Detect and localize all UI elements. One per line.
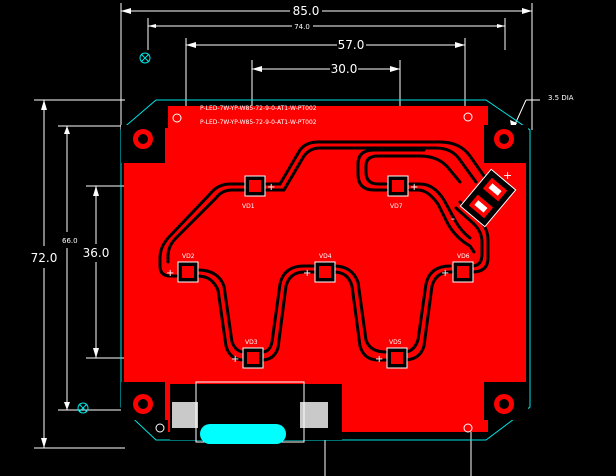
power-connector: + - bbox=[451, 168, 517, 228]
dimension-lines bbox=[34, 3, 540, 476]
dim-85: 85.0 bbox=[293, 4, 320, 18]
mounting-holes bbox=[121, 112, 528, 433]
led-plus: + bbox=[303, 268, 311, 279]
led-plus: + bbox=[166, 268, 174, 279]
hole-dia-label: 3.5 DIA bbox=[548, 94, 574, 102]
crosshair-icon bbox=[77, 52, 151, 414]
led-vd7[interactable]: VD7 + bbox=[387, 175, 418, 210]
led-label: VD3 bbox=[245, 339, 258, 346]
dim-30: 30.0 bbox=[331, 62, 358, 76]
dim-36: 36.0 bbox=[83, 246, 110, 260]
led-vd1[interactable]: VD1 + bbox=[242, 175, 275, 210]
led-label: VD6 bbox=[457, 253, 470, 260]
dim-66: 66.0 bbox=[62, 237, 78, 245]
dim-72: 72.0 bbox=[31, 251, 58, 265]
dimension-labels: 85.0 74.0 57.0 30.0 72.0 66.0 36.0 3.5 D… bbox=[31, 4, 574, 265]
led-plus: + bbox=[441, 268, 449, 279]
led-vd5[interactable]: VD5 + bbox=[375, 339, 408, 369]
bottom-cutout bbox=[170, 381, 342, 444]
dim-57: 57.0 bbox=[338, 38, 365, 52]
led-label: VD5 bbox=[389, 339, 402, 346]
traces bbox=[158, 140, 490, 362]
connector-plus: + bbox=[503, 169, 512, 182]
led-vd2[interactable]: VD2 + bbox=[166, 253, 199, 283]
led-vd4[interactable]: VD4 + bbox=[303, 253, 336, 283]
part-label-top: P-LED-7W-YP-W85-72-9-0-AT1-W-PT002 bbox=[200, 105, 317, 112]
led-plus: + bbox=[267, 182, 275, 193]
led-plus: + bbox=[410, 182, 418, 193]
dim-74: 74.0 bbox=[294, 23, 310, 31]
led-plus: + bbox=[231, 354, 239, 365]
dimension-arrows bbox=[41, 8, 532, 448]
led-plus: + bbox=[375, 354, 383, 365]
board-outline bbox=[120, 99, 531, 441]
connector-minus: - bbox=[451, 212, 455, 225]
led-label: VD7 bbox=[390, 203, 403, 210]
led-vd6[interactable]: VD6 + bbox=[441, 253, 474, 283]
led-label: VD4 bbox=[319, 253, 332, 260]
part-label-bottom: P-LED-7W-YP-W85-72-9-0-AT1-W-PT002 bbox=[200, 119, 317, 126]
led-label: VD2 bbox=[182, 253, 195, 260]
led-vd3[interactable]: VD3 + bbox=[231, 339, 264, 369]
led-label: VD1 bbox=[242, 203, 255, 210]
